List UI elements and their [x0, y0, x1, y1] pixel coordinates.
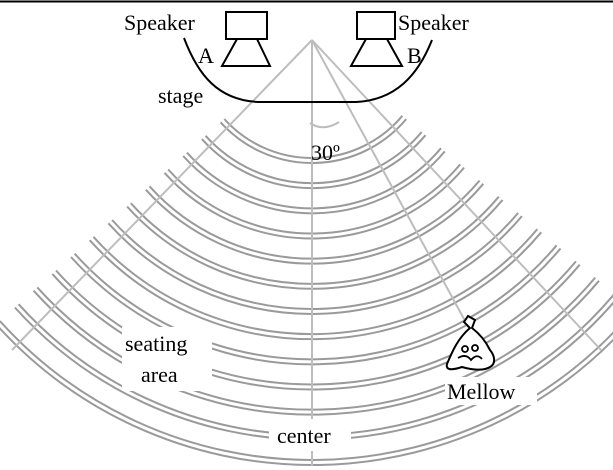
stage-curve [183, 37, 433, 103]
seating-rows [0, 115, 613, 467]
blob-face-left-eye [461, 345, 469, 353]
seating-row-back-edge [201, 134, 427, 190]
speaker-b-cabinet [356, 11, 396, 40]
seating-row-back-edge [219, 118, 407, 164]
seating-row-back-edge [145, 183, 485, 265]
seating-row-front-edge [0, 320, 613, 461]
speaker-b-icon [349, 11, 404, 67]
seating-area-label-line1: seating [125, 331, 187, 356]
seating-area-label-line2: area [141, 362, 178, 387]
seating-row-front-edge [36, 276, 596, 411]
left-boundary-line [11, 39, 313, 351]
center-label: center [277, 423, 331, 448]
radial-lines [11, 39, 602, 466]
speaker-b-letter-label: B [407, 43, 422, 68]
seating-row-front-edge [148, 179, 481, 260]
seating-row-front-edge [223, 115, 404, 159]
seating-row-front-edge [111, 212, 519, 310]
stage-label: stage [158, 83, 203, 108]
speaker-a-cabinet [225, 11, 268, 40]
seating-row-back-edge [126, 199, 504, 290]
blob-face-outline [445, 314, 496, 371]
seating-row-back-edge [182, 150, 446, 215]
seating-row-front-edge [130, 196, 500, 285]
seating-row-front-edge [204, 131, 423, 185]
seating-row-back-edge [163, 166, 465, 240]
seating-row-back-edge [70, 247, 562, 366]
speaker-a-word-label: Speaker [124, 10, 196, 35]
seating-row-back-edge [32, 280, 600, 416]
listener-label-background [445, 377, 537, 405]
center-label-background [269, 419, 351, 451]
angle-arc [309, 121, 340, 129]
seating-row-back-edge [88, 231, 542, 341]
speaker-a-icon [220, 11, 272, 67]
seating-label-background [122, 327, 212, 391]
seating-row-back-edge [107, 215, 523, 315]
seating-row-front-edge [92, 228, 539, 336]
right-boundary-line [311, 39, 602, 351]
speaker-a-horn [220, 38, 272, 67]
seating-row-front-edge [167, 163, 461, 235]
blob-face-mouth [457, 355, 483, 362]
blob-face-icon [445, 314, 496, 371]
seating-row-front-edge [186, 147, 442, 210]
speaker-b-horn [349, 38, 404, 67]
listener-sight-line [311, 39, 471, 331]
listener-label: Mellow [447, 379, 516, 404]
seating-row-back-edge [0, 327, 613, 467]
seating-row-front-edge [73, 244, 558, 361]
angle-label: 30º [311, 140, 340, 165]
speaker-b-word-label: Speaker [398, 10, 470, 35]
speaker-a-letter-label: A [198, 43, 214, 68]
seating-row-back-edge [51, 264, 581, 391]
blob-face-right-eye [471, 344, 479, 352]
